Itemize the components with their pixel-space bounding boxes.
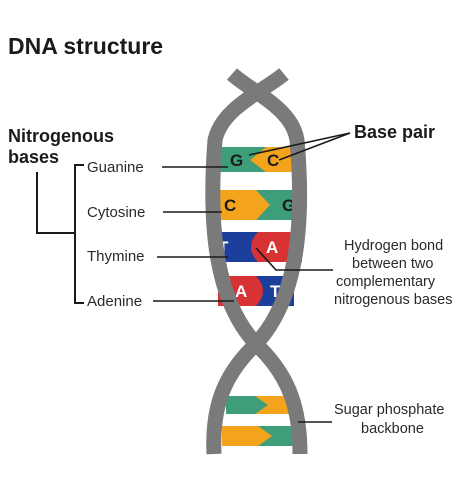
pair-right-label: A <box>266 238 278 257</box>
base-pair-lower-2 <box>222 426 294 446</box>
cytosine-block <box>212 190 270 220</box>
base-pair-gc: G C <box>218 147 300 172</box>
pair-left-label: G <box>230 151 243 170</box>
hydrogen-bond-label-line4: nitrogenous bases <box>334 292 453 308</box>
thymine-label: Thymine <box>87 248 145 265</box>
base-leader-lines <box>153 166 234 302</box>
pair-right-label: C <box>267 151 279 170</box>
guanine-block <box>258 426 294 446</box>
backbone-label-line1: Sugar phosphate <box>334 402 444 418</box>
adenine-label: Adenine <box>87 293 142 310</box>
nitrogenous-bases-label-line1: Nitrogenous <box>8 126 114 146</box>
pair-right-label: T <box>270 282 281 301</box>
hydrogen-bond-label-line2: between two <box>352 256 433 272</box>
nitrogenous-bases-bracket <box>36 164 84 304</box>
guanine-label: Guanine <box>87 159 144 176</box>
pair-left-label: A <box>235 282 247 301</box>
cytosine-block <box>250 147 300 172</box>
cytosine-label: Cytosine <box>87 204 145 221</box>
backbone-label-line2: backbone <box>361 421 424 437</box>
backbone-strand <box>205 68 308 455</box>
backbone-strand <box>206 68 308 455</box>
hydrogen-bond-label-line1: Hydrogen bond <box>344 238 443 254</box>
hydrogen-bond-label-line3: complementary <box>336 274 436 290</box>
hydrogen-bond-pointer <box>255 247 333 271</box>
base-pair-lower-1 <box>226 396 292 414</box>
nitrogenous-bases-label-line2: bases <box>8 147 59 167</box>
base-pair-cg: C G <box>212 190 300 220</box>
base-pair-label: Base pair <box>354 122 435 142</box>
base-pair-pointer <box>248 132 351 161</box>
pair-left-label: C <box>224 196 236 215</box>
diagram-title: DNA structure <box>8 33 163 59</box>
sugar-phosphate-backbone <box>205 68 308 455</box>
cytosine-block <box>255 396 292 414</box>
